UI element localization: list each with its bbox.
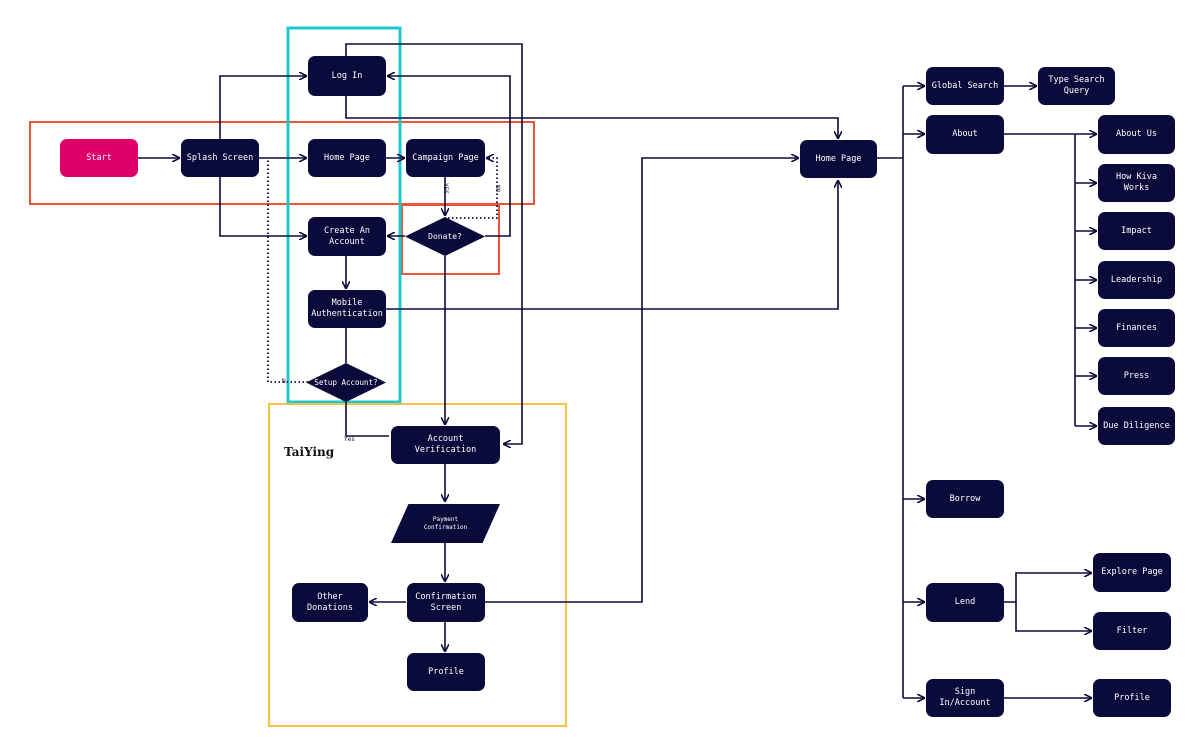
start-node[interactable]: Start bbox=[60, 139, 138, 177]
edge-donate-no-campaign bbox=[448, 158, 498, 219]
edge-confirmation-home-right bbox=[485, 158, 798, 603]
splash-screen-node[interactable]: Splash Screen bbox=[181, 139, 259, 177]
explore-page-node[interactable]: Explore Page bbox=[1093, 553, 1171, 592]
leadership-node[interactable]: Leadership bbox=[1098, 261, 1175, 299]
edge-label-setup-yes: Yes bbox=[344, 436, 355, 443]
setup-account-label: Setup Account? bbox=[314, 377, 378, 387]
profile-right-node[interactable]: Profile bbox=[1093, 679, 1171, 717]
about-node[interactable]: About bbox=[926, 115, 1004, 154]
edge-mobile-home-right bbox=[386, 181, 838, 310]
borrow-node[interactable]: Borrow bbox=[926, 480, 1004, 518]
home-page-right-node[interactable]: Home Page bbox=[800, 140, 877, 178]
due-diligence-node[interactable]: Due Diligence bbox=[1098, 407, 1175, 445]
edge-label-setup-no: N bbox=[282, 378, 286, 385]
home-page-node[interactable]: Home Page bbox=[308, 139, 386, 177]
edge-splash-create bbox=[219, 177, 306, 236]
edge-login-verification bbox=[345, 43, 523, 444]
edge-label-yes: YES bbox=[442, 183, 449, 194]
donate-decision-label: Donate? bbox=[428, 231, 462, 241]
checkout-frame bbox=[268, 403, 567, 727]
edge-login-home-right bbox=[345, 96, 838, 138]
edge-lend-filter bbox=[1015, 602, 1091, 631]
lend-node[interactable]: Lend bbox=[926, 583, 1004, 622]
edge-donate-login bbox=[388, 76, 511, 237]
create-account-node[interactable]: Create An Account bbox=[308, 217, 386, 256]
donate-frame bbox=[401, 204, 500, 275]
edge-lend-branch bbox=[1004, 573, 1091, 603]
press-node[interactable]: Press bbox=[1098, 357, 1175, 395]
edge-setup-verification bbox=[345, 401, 389, 437]
mobile-authentication-node[interactable]: Mobile Authentication bbox=[308, 290, 386, 328]
payment-confirmation-label: Payment Confirmation bbox=[423, 515, 468, 531]
login-node[interactable]: Log In bbox=[308, 56, 386, 96]
about-us-node[interactable]: About Us bbox=[1098, 115, 1175, 154]
type-search-node[interactable]: Type Search Query bbox=[1038, 67, 1115, 105]
campaign-page-node[interactable]: Campaign Page bbox=[406, 139, 485, 177]
filter-node[interactable]: Filter bbox=[1093, 612, 1171, 650]
onboarding-frame bbox=[29, 121, 535, 205]
confirmation-screen-node[interactable]: Confirmation Screen bbox=[407, 583, 485, 622]
edge-setup-no-splash bbox=[267, 158, 308, 383]
impact-node[interactable]: Impact bbox=[1098, 212, 1175, 250]
account-frame bbox=[286, 26, 402, 404]
global-search-node[interactable]: Global Search bbox=[926, 67, 1004, 105]
edge-label-no: NO bbox=[494, 185, 501, 193]
finances-node[interactable]: Finances bbox=[1098, 309, 1175, 347]
edge-splash-login bbox=[219, 76, 306, 140]
profile-left-node[interactable]: Profile bbox=[407, 653, 485, 691]
sign-in-account-node[interactable]: Sign In/Account bbox=[926, 679, 1004, 717]
account-verification-node[interactable]: Account Verification bbox=[391, 426, 500, 464]
other-donations-node[interactable]: Other Donations bbox=[292, 583, 368, 622]
how-kiva-works-node[interactable]: How Kiva Works bbox=[1098, 164, 1175, 202]
brand-wordmark: TaiYing bbox=[284, 445, 335, 459]
payment-confirmation-node[interactable]: Payment Confirmation bbox=[391, 504, 500, 543]
